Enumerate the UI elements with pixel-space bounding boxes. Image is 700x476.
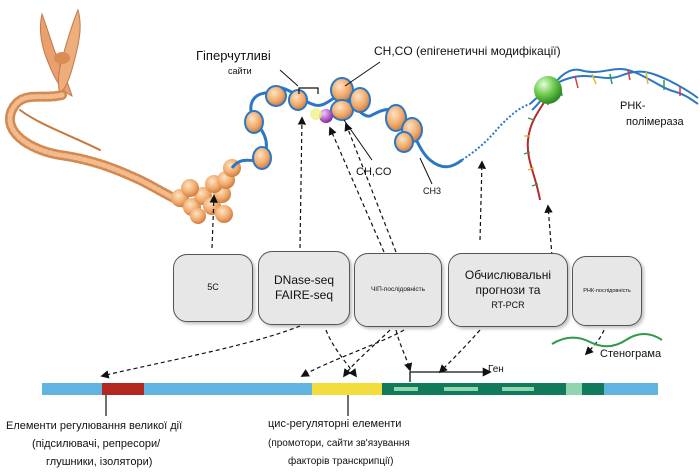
rna-pol-label-1: РНК- [620,100,646,112]
method-label-faire: FAIRE-seq [274,288,334,302]
ch3-leader [419,157,433,185]
long-range-label-1: Елементи регулювання великої дії [6,420,183,432]
method-box-chip: ЧІП-послідовність [354,253,442,327]
genome-bar [42,383,658,395]
method-box-5c: 5C [173,254,253,322]
rna-bases [523,117,539,187]
hypersensitive-sub: сайти [228,66,252,76]
method-box-rnaseq: РНК-послідовність [572,256,642,326]
transcript-wave [551,333,663,348]
method-label-rtpcr: RT-PCR [491,300,525,311]
epigenetic-label: CH,CO (епігенетичні модифікації) [374,44,561,58]
epigenetic-leader [344,61,381,87]
gene-start-arrow [409,367,492,382]
rna-pol-label-2: полімераза [626,116,684,128]
method-label-dnase: DNase-seq [273,273,335,287]
nucleosomes [244,77,423,170]
hypersensitive-leader [279,69,299,87]
long-range-label-3: глушники, ізолятори) [46,456,153,468]
method-label-5c: 5C [207,282,219,293]
rna-polymerase-icon [534,76,562,104]
transcript-label: Стенограма [600,348,662,360]
cis-label-2: (промотори, сайти зв'язування [268,438,410,449]
open-site-marker-icon [310,108,322,120]
method-label-computational-2: прогнози та [475,283,541,298]
cis-label-1: цис-регуляторні елементи [268,418,402,430]
modification-marker-icon [319,109,333,123]
long-range-label-2: (підсилювачі, репресори/ [32,438,161,450]
chco-label: CH,CO [356,166,392,178]
chromosome-icon [39,8,81,97]
method-arrows-up [209,116,553,257]
method-box-computational: Обчислювальні прогнози та RT-PCR [448,253,568,327]
ch3-label: CH3 [423,186,442,196]
method-label-computational-1: Обчислювальні [464,268,552,283]
method-label-chip: ЧІП-послідовність [370,285,426,293]
method-label-rnaseq: РНК-послідовність [583,287,631,294]
method-box-dnase: DNase-seq FAIRE-seq [258,251,350,325]
chromatin-fiber [5,90,195,210]
rna-transcript-strand [526,95,549,201]
gene-label: Ген [488,364,504,375]
cis-label-3: факторів транскрипції) [288,456,394,467]
hypersensitive-title: Гіперчутливі [196,48,271,63]
hypersensitive-bracket [298,87,319,94]
chromatin-coil [171,159,241,224]
method-arrows-down [100,325,605,379]
